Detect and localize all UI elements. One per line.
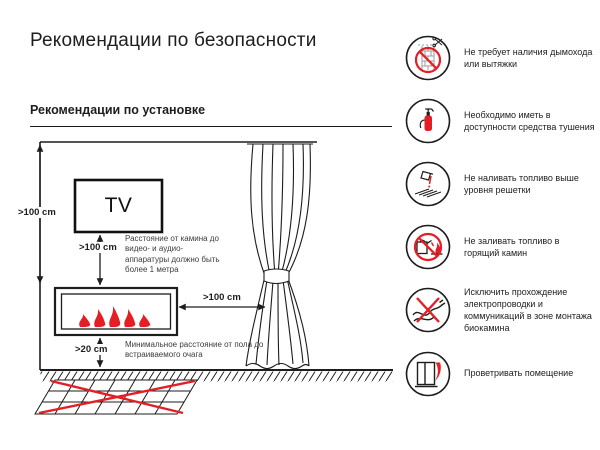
recommendation-item: Не заливать топливо в горящий камин (404, 223, 596, 271)
floor-distance-label: >20 cm (73, 344, 110, 355)
tv-label: TV (104, 194, 133, 217)
section-title: Рекомендации по установке (30, 103, 206, 117)
flames-icon (79, 306, 151, 327)
ventilate-icon (405, 351, 451, 396)
tv-distance-note: Расстояние от камина до видео- и аудио- … (125, 234, 220, 275)
no-chimney-icon (405, 35, 451, 81)
recommendation-text: Не требует наличия дымохода или вытяжки (464, 46, 593, 69)
curtain-tie (263, 268, 290, 285)
recommendation-item: Исключить прохождение электропроводки и … (404, 286, 596, 335)
tv-distance-label: >100 cm (77, 242, 119, 253)
scissors-icon (432, 36, 443, 48)
fireplace (53, 286, 179, 337)
section-header: Рекомендации по установке (30, 103, 392, 127)
rug-prohibition-cross (38, 379, 196, 415)
recommendation-text: Необходимо иметь в доступности средства … (464, 109, 595, 132)
floor-hatching (40, 371, 393, 382)
page-title: Рекомендации по безопасности (30, 30, 317, 51)
no-wiring-icon (405, 287, 451, 333)
curtain-distance-label: >100 cm (201, 292, 243, 303)
recommendation-text: Не наливать топливо выше уровня решетки (464, 172, 579, 195)
wall-distance-label: >100 cm (16, 207, 58, 218)
floor-distance-note: Минимальное расстояние от пола до встраи… (125, 340, 264, 360)
no-refuel-icon (405, 224, 451, 270)
tv-outline (73, 178, 164, 234)
recommendations-list: Не требует наличия дымохода или вытяжки … (404, 34, 596, 398)
recommendation-item: Не требует наличия дымохода или вытяжки (404, 34, 596, 82)
recommendation-text: Исключить прохождение электропроводки и … (464, 287, 592, 334)
recommendation-text: Проветривать помещение (464, 368, 574, 379)
recommendation-item: Проветривать помещение (404, 350, 596, 398)
installation-diagram: TV >100 cm >100 cm >100 cm >20 cm Рассто… (15, 128, 400, 440)
recommendation-item: Не наливать топливо выше уровня решетки (404, 160, 596, 208)
recommendation-item: Необходимо иметь в доступности средства … (404, 97, 596, 145)
extinguisher-icon (405, 98, 451, 144)
curtain (245, 143, 313, 370)
diagram-graphic (34, 141, 393, 415)
recommendation-text: Не заливать топливо в горящий камин (464, 235, 560, 258)
fuel-level-icon (405, 161, 451, 207)
